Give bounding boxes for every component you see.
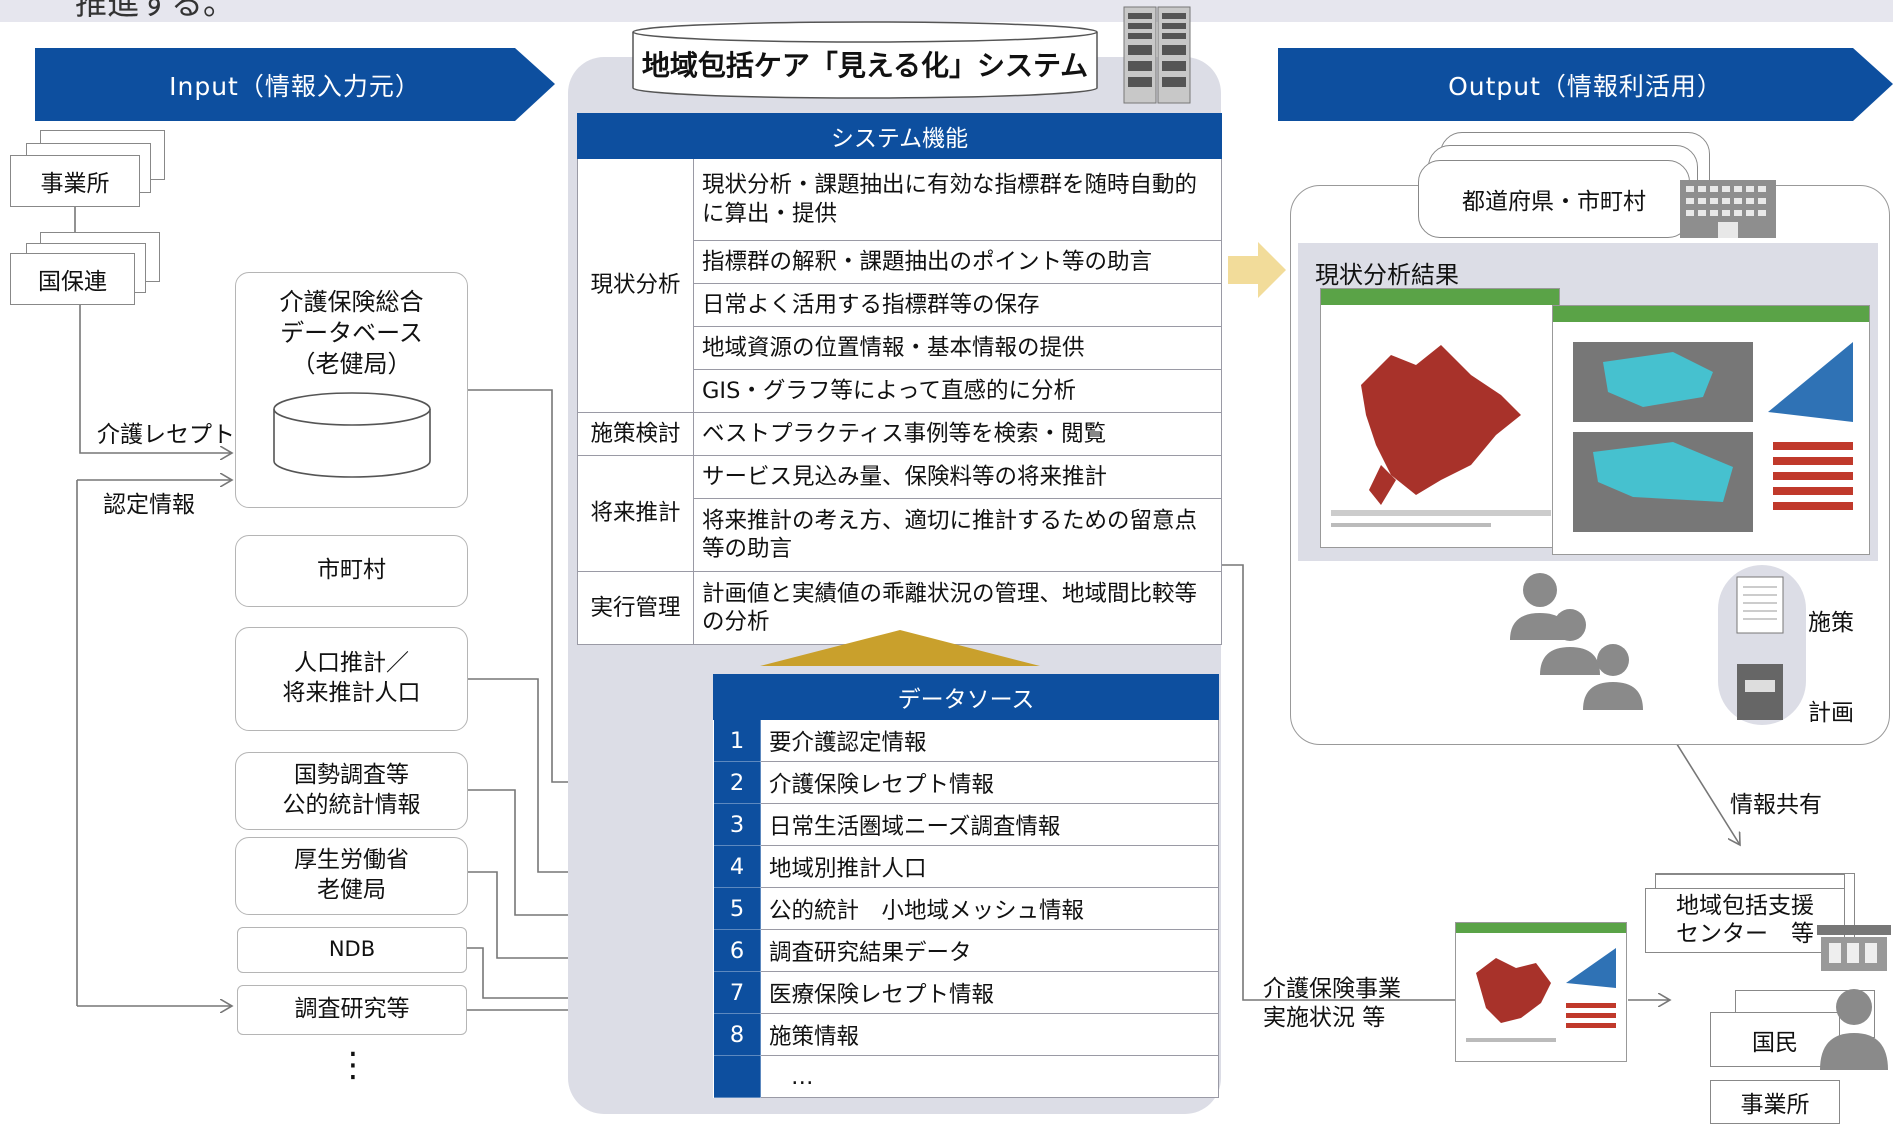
kokuhoren-box: 国保連 — [10, 253, 135, 305]
analysis-result-label: 現状分析結果 — [1315, 261, 1459, 289]
chart-icon — [1573, 342, 1853, 532]
system-title: 地域包括ケア「見える化」システム — [641, 49, 1089, 82]
functions-header: システム機能 — [577, 113, 1222, 159]
chosa-box: 調査研究等 — [237, 985, 467, 1035]
map-icon — [1466, 948, 1616, 1042]
function-item: 日常よく活用する指標群等の保存 — [693, 283, 1222, 327]
category-jikko: 実行管理 — [577, 571, 694, 645]
kokusei-box: 国勢調査等 公的統計情報 — [235, 752, 468, 830]
analysis-screenshot — [1320, 288, 1560, 548]
policy-document-icon — [1736, 576, 1784, 634]
shichoson-box: 市町村 — [235, 535, 468, 607]
more-inputs: ⋮ — [336, 1045, 370, 1085]
nintei-label: 認定情報 — [103, 492, 195, 518]
database-icon — [272, 391, 431, 478]
status-label: 介護保険事業 実施状況 等 — [1263, 976, 1401, 1031]
center-box: 地域包括支援 センター 等 — [1645, 888, 1845, 953]
database-label: 介護保険総合 データベース （老健局） — [279, 288, 424, 379]
database-box: 介護保険総合 データベース （老健局） — [235, 272, 468, 508]
plan-label: 計画 — [1808, 700, 1854, 726]
category-genjo: 現状分析 — [577, 158, 694, 413]
ndb-box: NDB — [237, 927, 467, 973]
jigyosho-box: 事業所 — [10, 155, 140, 207]
output-arrow — [1228, 242, 1286, 298]
datasource-header: データソース — [713, 674, 1219, 720]
function-item: 地域資源の位置情報・基本情報の提供 — [693, 326, 1222, 370]
category-shisaku: 施策検討 — [577, 412, 694, 456]
server-icon — [1123, 6, 1191, 104]
status-screenshot — [1455, 922, 1627, 1062]
input-header: Input（情報入力元） — [35, 48, 555, 121]
top-band — [0, 0, 1893, 22]
jinko-box: 人口推計／ 将来推計人口 — [235, 627, 468, 731]
function-table: システム機能 現状分析 現状分析・課題抽出に有効な指標群を随時自動的に算出・提供… — [577, 113, 1222, 645]
upward-triangle — [760, 630, 1040, 666]
prefecture-box: 都道府県・市町村 — [1418, 160, 1690, 238]
function-item: サービス見込み量、保険料等の将来推計 — [693, 455, 1222, 499]
plan-binder-icon — [1737, 664, 1783, 720]
map-icon — [1331, 345, 1551, 527]
function-item: 計画値と実績値の乖離状況の管理、地域間比較等の分析 — [693, 571, 1222, 645]
building-icon — [1817, 925, 1891, 971]
datasource-row: … — [713, 1055, 1219, 1098]
person-icon — [1820, 989, 1888, 1070]
citizen-box: 国民 — [1710, 1012, 1840, 1067]
office-box: 事業所 — [1710, 1080, 1840, 1124]
function-item: 指標群の解釈・課題抽出のポイント等の助言 — [693, 240, 1222, 284]
function-item: 将来推計の考え方、適切に推計するための留意点等の助言 — [693, 498, 1222, 572]
receipt-label: 介護レセプト — [97, 422, 235, 448]
function-item: GIS・グラフ等によって直感的に分析 — [693, 369, 1222, 413]
mhlw-box: 厚生労働省 老健局 — [235, 837, 468, 915]
analysis-screenshot — [1552, 305, 1870, 555]
policy-label: 施策 — [1808, 610, 1854, 636]
function-item: 現状分析・課題抽出に有効な指標群を随時自動的に算出・提供 — [693, 158, 1222, 241]
top-text: 推進する。 — [75, 0, 236, 22]
output-header: Output（情報利活用） — [1278, 48, 1893, 121]
function-item: ベストプラクティス事例等を検索・閲覧 — [693, 412, 1222, 456]
building-icon — [1680, 180, 1776, 238]
category-suikei: 将来推計 — [577, 455, 694, 572]
people-icon — [1510, 573, 1643, 710]
system-title-cylinder: 地域包括ケア「見える化」システム — [630, 20, 1100, 100]
sharing-label: 情報共有 — [1730, 792, 1822, 818]
